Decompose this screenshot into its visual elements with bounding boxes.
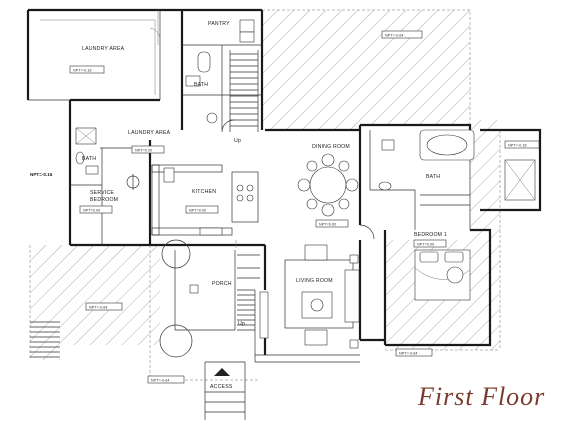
hatch-line bbox=[385, 120, 500, 350]
kitchen-fixtures bbox=[151, 164, 259, 248]
hatch-line bbox=[30, 245, 127, 360]
house-walls bbox=[68, 98, 542, 363]
side-level-label: NPT=-0.16 bbox=[30, 172, 53, 177]
level-npt-000-service: NPT=0.00 bbox=[83, 209, 100, 213]
hatch-line bbox=[317, 10, 439, 130]
hatch-line bbox=[285, 10, 407, 130]
hatch-line bbox=[154, 245, 160, 360]
label-access: ACCESS bbox=[210, 384, 233, 390]
label-service-bedroom-2: BEDROOM bbox=[90, 197, 118, 203]
hatch-line bbox=[74, 245, 160, 360]
level-npt-018-bath: NPT=-0.18 bbox=[508, 144, 526, 148]
service-bath-fixtures bbox=[75, 127, 99, 175]
side-stair bbox=[30, 321, 60, 358]
label-service-bedroom-1: SERVICE bbox=[90, 190, 114, 196]
main-stair bbox=[229, 50, 259, 132]
hatch-line bbox=[30, 245, 111, 360]
hatch-line bbox=[413, 10, 470, 130]
label-bath-service: BATH bbox=[82, 156, 96, 162]
label-pantry: PANTRY bbox=[208, 21, 230, 27]
hatch-line bbox=[42, 245, 159, 360]
hatch-line bbox=[429, 10, 470, 130]
level-npt-064-right: NPT=-0.64 bbox=[399, 352, 417, 356]
master-bath-fixtures bbox=[378, 129, 536, 206]
hatch-line bbox=[30, 245, 63, 360]
hatch-line bbox=[397, 10, 470, 130]
level-npt-064-bottom: NPT=-0.64 bbox=[151, 379, 169, 383]
level-npt-000-bedroom: NPT=0.00 bbox=[417, 243, 434, 247]
hatch-line bbox=[30, 245, 31, 360]
hatch-line bbox=[385, 120, 500, 350]
level-npt-064-left: NPT=-0.64 bbox=[89, 306, 107, 310]
hatch-line bbox=[262, 10, 343, 130]
level-npt-018-laundry: NPT=-0.18 bbox=[73, 69, 91, 73]
level-npt-000-dining: NPT=0.00 bbox=[319, 223, 336, 227]
hatch-line bbox=[381, 10, 470, 130]
hatch-line bbox=[301, 10, 423, 130]
hatch-line bbox=[269, 10, 391, 130]
hatch-line bbox=[410, 120, 500, 350]
label-laundry-upper: LAUNDRY AREA bbox=[82, 46, 125, 52]
hatch-line bbox=[445, 10, 470, 130]
laundry-yard bbox=[26, 8, 182, 101]
hatch-line bbox=[30, 245, 79, 360]
hatch-line bbox=[349, 10, 470, 130]
label-dining-room: DINING ROOM bbox=[312, 144, 350, 150]
label-bedroom1: BEDROOM 1 bbox=[414, 232, 447, 238]
label-bath-master: BATH bbox=[426, 174, 440, 180]
access-steps bbox=[204, 361, 246, 420]
hatch-line bbox=[30, 245, 143, 360]
hatch-line bbox=[122, 245, 160, 360]
hatch-line bbox=[442, 120, 500, 350]
hatch-line bbox=[262, 10, 279, 130]
hatch-line bbox=[138, 245, 160, 360]
room-labels: PANTRY LAUNDRY AREA BATH LAUNDRY AREA BA… bbox=[82, 21, 447, 390]
level-npt-000-kitchen: NPT=0.00 bbox=[189, 209, 206, 213]
hatch-line bbox=[262, 10, 327, 130]
label-stair-porch-up: Up bbox=[238, 321, 245, 327]
hatch-line bbox=[106, 245, 160, 360]
hatch-left bbox=[30, 245, 160, 360]
label-bath-upper: BATH bbox=[194, 82, 208, 88]
level-npt-000-laundry: NPT=0.00 bbox=[135, 149, 152, 153]
level-npt-064-top: NPT=-0.64 bbox=[385, 34, 403, 38]
bedroom-bed bbox=[414, 249, 471, 301]
hatch-line bbox=[30, 245, 47, 360]
hatch-line bbox=[262, 10, 375, 130]
label-stair-main-up: Up bbox=[234, 138, 241, 144]
hatch-line bbox=[90, 245, 160, 360]
label-kitchen: KITCHEN bbox=[192, 189, 216, 195]
label-laundry-lower: LAUNDRY AREA bbox=[128, 130, 171, 136]
pantry-bath-block bbox=[180, 8, 264, 133]
hatch-line bbox=[262, 10, 295, 130]
hatch-line bbox=[262, 10, 311, 130]
hatch-line bbox=[394, 120, 500, 350]
hatch-line bbox=[461, 10, 470, 130]
hatch-line bbox=[458, 120, 500, 350]
level-tags: NPT=-0.64 NPT=-0.18 NPT=0.00 NPT=0.00 NP… bbox=[69, 30, 540, 384]
hatch-line bbox=[426, 120, 500, 350]
hatch-line bbox=[365, 10, 470, 130]
hatch-line bbox=[58, 245, 160, 360]
label-living-room: LIVING ROOM bbox=[296, 278, 333, 284]
plan-title: First Floor bbox=[417, 382, 545, 411]
hatch-line bbox=[262, 10, 359, 130]
dining-table bbox=[297, 153, 359, 217]
compass-mark bbox=[126, 174, 140, 190]
hatch-line bbox=[333, 10, 455, 130]
living-furniture bbox=[259, 244, 360, 349]
porch-stair bbox=[237, 289, 255, 331]
hatch-line bbox=[30, 245, 95, 360]
porch bbox=[159, 239, 260, 358]
label-porch: PORCH bbox=[212, 281, 232, 287]
hatch-line bbox=[490, 120, 500, 350]
hatch-top bbox=[262, 10, 470, 130]
